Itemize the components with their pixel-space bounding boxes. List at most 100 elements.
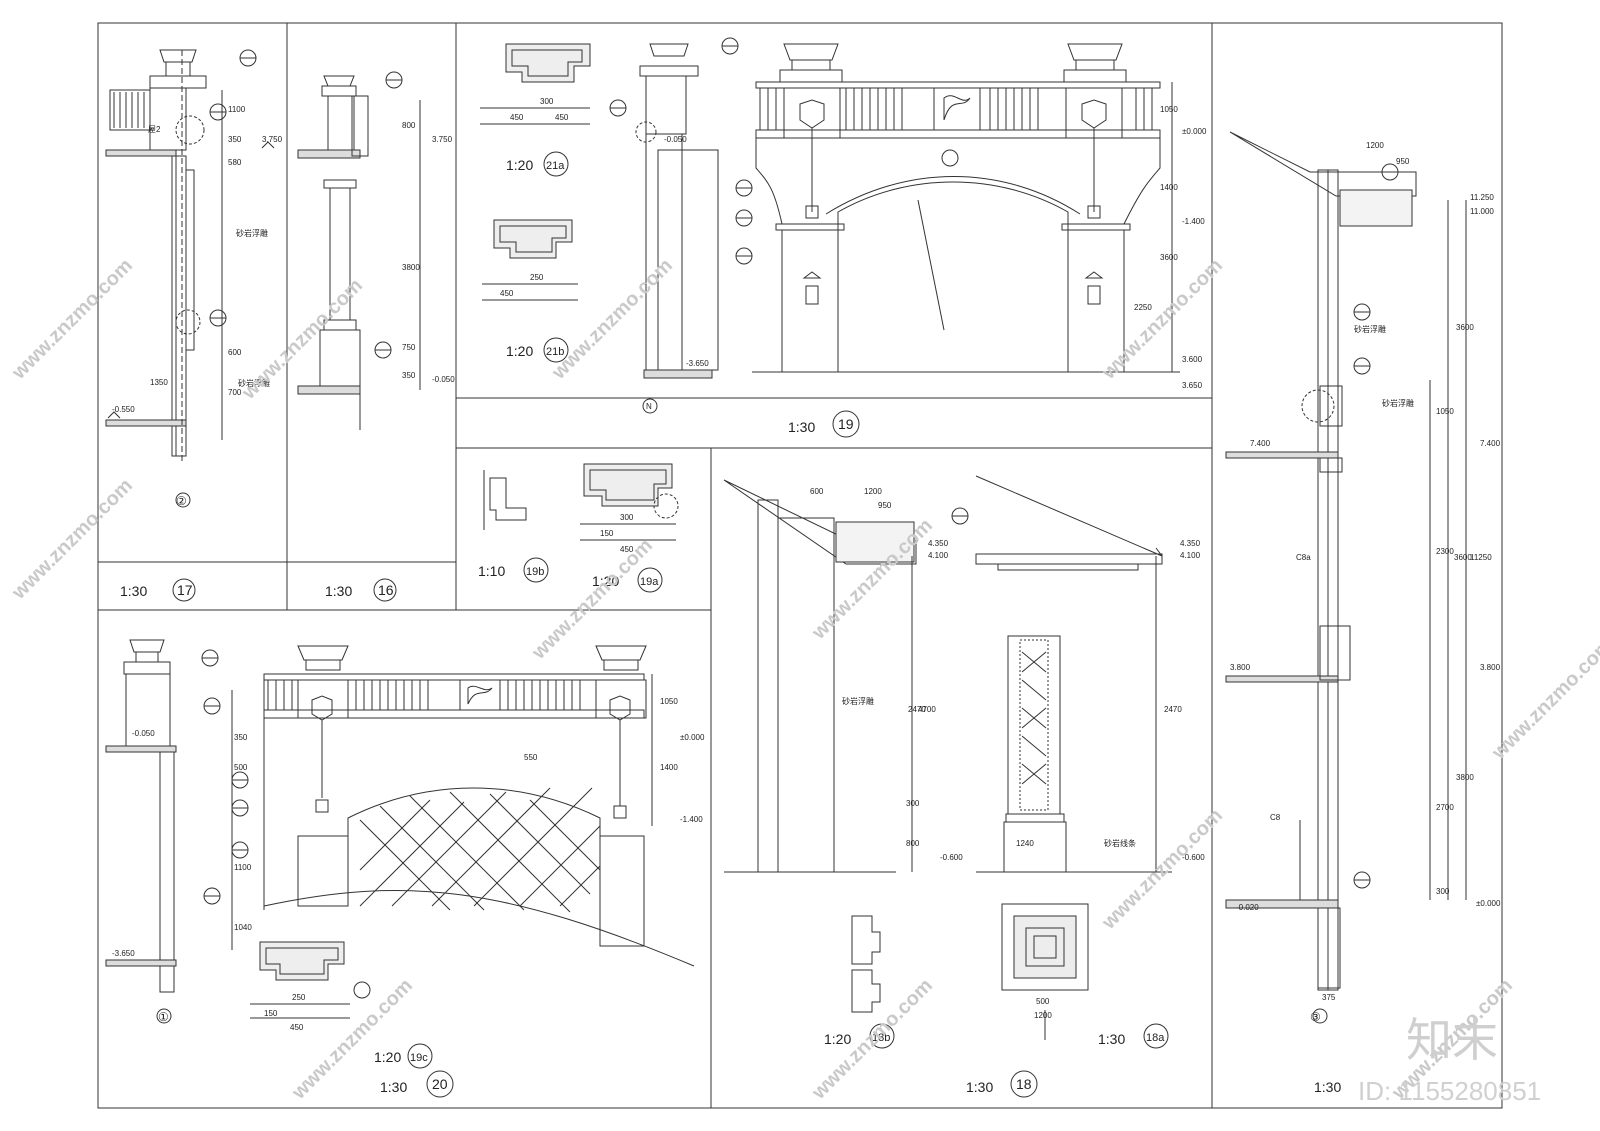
sheet-frame	[97, 22, 1503, 1109]
detail-bubble	[832, 410, 860, 438]
level-label: -0.020	[1236, 903, 1259, 912]
section-20-dims: -0.050 -3.650 350 500 1100 1040	[112, 729, 252, 958]
dim-label: 800	[402, 121, 416, 130]
detail-number: 18	[1016, 1076, 1032, 1092]
dim-label: 1400	[660, 763, 678, 772]
dim-label: 450	[555, 113, 569, 122]
level-label: 3.750	[262, 135, 283, 144]
level-label: 3.650	[1182, 381, 1203, 390]
dim-label: 550	[524, 753, 538, 762]
scale-label-19: 1:30 19	[788, 410, 860, 438]
level-label: ±0.000	[680, 733, 705, 742]
scale-label: 1:30	[325, 583, 352, 599]
profile-18b	[851, 915, 881, 1013]
level-label: -3.650	[686, 359, 709, 368]
level-label: 4.100	[1180, 551, 1201, 560]
dim-label: 500	[234, 763, 248, 772]
scale-label: 1:30	[120, 583, 147, 599]
wall-elevation-20-dims: 1050 1400 550 ±0.000 -1.400	[524, 697, 705, 824]
dim-label: 600	[228, 348, 242, 357]
dim-label: 300	[1436, 887, 1450, 896]
watermark-text: www.znzmo.com	[547, 255, 677, 385]
scale-label-tall-section: 1:30	[1314, 1079, 1341, 1095]
dim-label: 300	[540, 97, 554, 106]
section-16	[297, 71, 421, 430]
dim-label: 350	[228, 135, 242, 144]
scale-label: 1:20	[506, 343, 533, 359]
level-label: 4.100	[928, 551, 949, 560]
dim-label: 150	[600, 529, 614, 538]
level-label: 3.800	[1480, 663, 1501, 672]
dim-label: 580	[228, 158, 242, 167]
dim-label: 1040	[234, 923, 252, 932]
axis-marker: ③	[1310, 1010, 1321, 1024]
dim-label: 450	[290, 1023, 304, 1032]
dim-label: 1240	[1016, 839, 1034, 848]
dim-label: 1050	[1436, 407, 1454, 416]
dim-label: 3600	[1456, 323, 1474, 332]
scale-label: 1:20	[374, 1049, 401, 1065]
scale-label: 1:30	[380, 1079, 407, 1095]
dim-label: 2300	[1436, 547, 1454, 556]
detail-bubble	[1143, 1023, 1169, 1049]
dim-label: 350	[234, 733, 248, 742]
level-label: -0.600	[940, 853, 963, 862]
dim-label: 1400	[1160, 183, 1178, 192]
scale-labels-20: 1:20 19c 1:30 20	[374, 1043, 454, 1098]
dim-label: 750	[402, 343, 416, 352]
watermark-text: www.znzmo.com	[1097, 805, 1227, 935]
dim-label: 150	[264, 1009, 278, 1018]
detail-number: 21a	[546, 160, 565, 172]
dim-label: 1200	[864, 487, 882, 496]
dim-label: 950	[1396, 157, 1410, 166]
axis-markers: ② ① ③	[158, 494, 1321, 1024]
level-label: -0.550	[112, 405, 135, 414]
brand-logo-text: 知末	[1406, 1013, 1498, 1067]
section-17	[105, 49, 275, 508]
dim-label: 250	[292, 993, 306, 1002]
level-label: 3.750	[432, 135, 453, 144]
dim-label: 500	[1036, 997, 1050, 1006]
watermark-text: www.znzmo.com	[1097, 255, 1227, 385]
note-label: 砂岩线条	[1104, 838, 1136, 848]
detail-number: 19a	[640, 576, 659, 588]
scale-labels-21: 1:20 21a 1:20 21b	[506, 151, 569, 363]
dim-label: 1200	[1034, 1011, 1052, 1020]
gate-elevation-19-dims: 1050 1400 3600 2250 ±0.000 -1.400 3.600 …	[1134, 105, 1207, 390]
scale-label: 1:20	[506, 157, 533, 173]
detail-number: 19c	[410, 1052, 428, 1064]
watermark-text: www.znzmo.com	[7, 255, 137, 385]
scale-labels-19ab: 1:10 19b 1:20 19a	[478, 557, 663, 593]
profile-19b-19a	[483, 463, 679, 541]
profile-19c	[250, 941, 371, 1019]
dim-label: 300	[906, 799, 920, 808]
detail-number: 21b	[546, 346, 564, 358]
dim-label: 1200	[1366, 141, 1384, 150]
level-label: -0.050	[664, 135, 687, 144]
dim-label: 1050	[660, 697, 678, 706]
wall-elevation-20	[231, 645, 695, 967]
wall-section-18	[723, 475, 1172, 873]
dim-label: 250	[530, 273, 544, 282]
dim-label: 600	[810, 487, 824, 496]
level-label: -1.400	[1182, 217, 1205, 226]
detail-number: 20	[432, 1076, 448, 1092]
dim-label: 300	[620, 513, 634, 522]
dim-label: 950	[878, 501, 892, 510]
scale-label: 1:20	[824, 1031, 851, 1047]
detail-bubble	[637, 567, 663, 593]
scale-label: 1:30	[1314, 1079, 1341, 1095]
note-label: 砂岩浮雕	[1354, 324, 1386, 334]
dim-label: 450	[620, 545, 634, 554]
scale-labels-top-left: 1:30 17 1:30 16	[120, 578, 397, 602]
detail-number: 18a	[1146, 1032, 1165, 1044]
level-label: 11.250	[1470, 193, 1494, 202]
detail-number: 19	[838, 416, 854, 432]
level-label: 3.600	[1182, 355, 1203, 364]
scale-label: 1:30	[788, 419, 815, 435]
level-label: -3.650	[112, 949, 135, 958]
plan-18a	[1001, 903, 1089, 1040]
note-label: 砂岩浮雕	[1382, 398, 1414, 408]
plan-18a-dims: 500 1200	[1034, 997, 1052, 1020]
